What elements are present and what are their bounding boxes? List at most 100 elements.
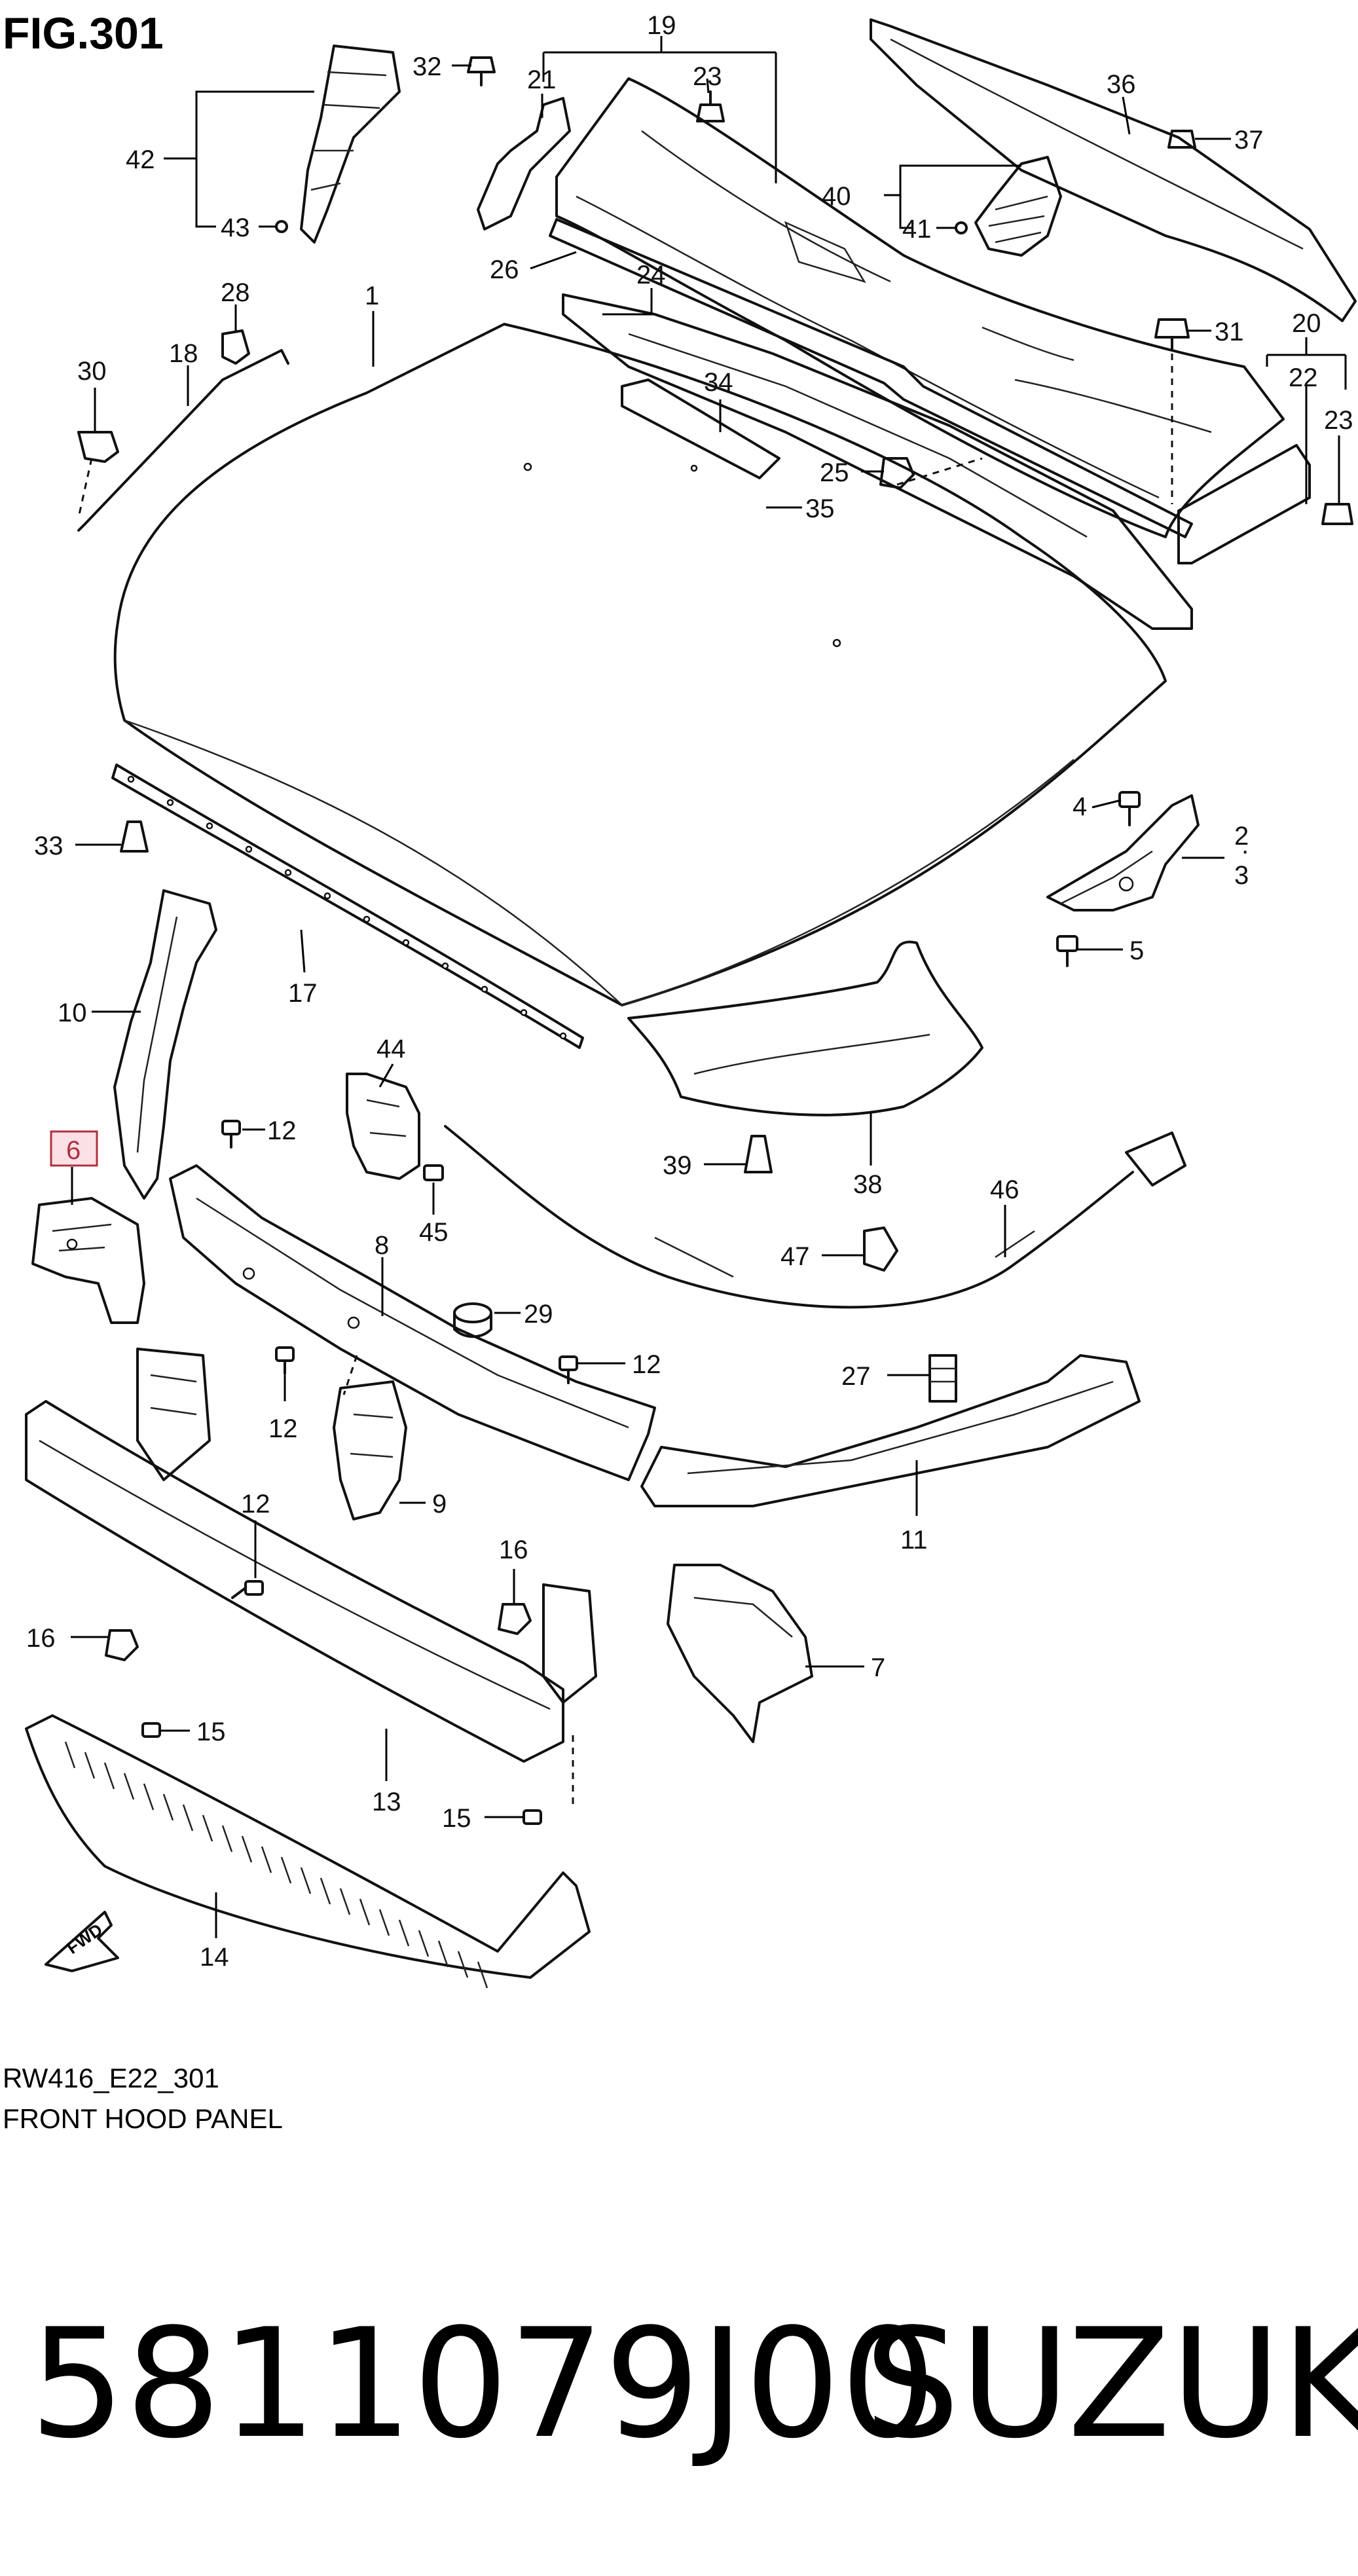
callout-6: 6 bbox=[66, 1136, 81, 1165]
callout-40: 40 bbox=[822, 182, 851, 211]
clip-32 bbox=[467, 56, 496, 86]
fasteners bbox=[77, 56, 1353, 1825]
dash-upper-panel bbox=[562, 293, 1193, 630]
callout-15-a: 15 bbox=[196, 1718, 226, 1746]
callout-35: 35 bbox=[805, 494, 835, 523]
callout-16-b: 16 bbox=[499, 1536, 528, 1564]
hood-insulator bbox=[627, 940, 983, 1116]
bolt-12-b bbox=[275, 1346, 295, 1375]
screw-41 bbox=[955, 221, 968, 234]
seal-clip-hole bbox=[520, 1009, 528, 1016]
undercover-slot bbox=[378, 1909, 390, 1936]
callout-31: 31 bbox=[1215, 318, 1244, 346]
forward-direction-arrow: FWD bbox=[45, 1911, 119, 1972]
undercover-slot bbox=[202, 1814, 213, 1842]
callout-4: 4 bbox=[1073, 792, 1087, 821]
clip-23-upper bbox=[696, 90, 725, 122]
callout-41: 41 bbox=[902, 215, 932, 244]
cowl-top-panel bbox=[555, 77, 1285, 538]
seal-clip-hole bbox=[284, 869, 292, 876]
callout-8: 8 bbox=[375, 1231, 389, 1260]
callout-28: 28 bbox=[221, 278, 250, 307]
seal-clip-hole bbox=[206, 822, 213, 830]
callout-22: 22 bbox=[1289, 363, 1318, 392]
undercover-slot bbox=[339, 1888, 351, 1915]
nut-16-b bbox=[498, 1603, 532, 1635]
figure-name: FRONT HOOD PANEL bbox=[3, 2103, 283, 2134]
undercover-slot bbox=[457, 1951, 469, 1978]
callout-38: 38 bbox=[853, 1170, 883, 1199]
clip-33 bbox=[120, 820, 149, 853]
undercover-slot bbox=[437, 1940, 449, 1968]
bolt-15-a bbox=[141, 1722, 161, 1738]
callout-17: 17 bbox=[288, 979, 318, 1008]
undercover-slot bbox=[477, 1961, 488, 1989]
clip-37 bbox=[1167, 130, 1196, 149]
hood-release-cable bbox=[444, 1125, 1186, 1309]
callout-12-a: 12 bbox=[267, 1116, 297, 1145]
cowl-side-grille-left bbox=[300, 45, 401, 244]
callout-21: 21 bbox=[527, 65, 557, 94]
callout-20: 20 bbox=[1292, 309, 1321, 338]
callout-9: 9 bbox=[432, 1490, 447, 1518]
hinge-bolt-lower bbox=[1056, 935, 1078, 967]
hood-lock bbox=[346, 1073, 420, 1180]
callout-39: 39 bbox=[663, 1151, 692, 1180]
hood-rod-holder bbox=[221, 329, 250, 365]
clip-31 bbox=[1154, 318, 1190, 352]
callout-2-3-separator: · bbox=[1241, 836, 1249, 865]
undercover-slot bbox=[241, 1835, 253, 1863]
callout-2: 2 bbox=[1234, 822, 1249, 851]
seal-clip-hole bbox=[363, 915, 371, 923]
screw-43 bbox=[275, 220, 288, 233]
callout-15-b: 15 bbox=[442, 1804, 471, 1833]
nut-25 bbox=[879, 457, 915, 489]
callout-10: 10 bbox=[58, 999, 87, 1027]
seal-clip-hole bbox=[323, 892, 331, 900]
bumper-reinforcement bbox=[25, 1348, 597, 1763]
hinge-bolt-upper bbox=[1118, 791, 1141, 826]
lower-side-member bbox=[640, 1354, 1141, 1507]
callout-14: 14 bbox=[200, 1943, 229, 1972]
callout-18: 18 bbox=[169, 339, 198, 368]
callout-45: 45 bbox=[419, 1218, 449, 1247]
callout-labels: 1 2 · 3 4 5 6 7 8 9 10 11 12 12 12 12 13… bbox=[26, 11, 1353, 1972]
leader-lines bbox=[71, 36, 1347, 1938]
undercover-slot bbox=[143, 1783, 155, 1811]
callout-37: 37 bbox=[1234, 126, 1264, 155]
undercover-slot bbox=[359, 1898, 371, 1926]
callout-23-b: 23 bbox=[1324, 406, 1353, 435]
callout-23-a: 23 bbox=[693, 62, 722, 91]
brand-name: SUZUKI bbox=[864, 2297, 1358, 2472]
seal-clip-hole bbox=[559, 1032, 567, 1040]
figure-code: RW416_E22_301 bbox=[3, 2063, 219, 2093]
callout-1: 1 bbox=[365, 282, 379, 310]
callout-12-d: 12 bbox=[241, 1490, 270, 1518]
hood-cushion bbox=[928, 1354, 957, 1403]
callout-43: 43 bbox=[221, 213, 250, 242]
undercover-slot bbox=[182, 1804, 194, 1831]
nut-16-a bbox=[105, 1629, 139, 1661]
undercover-slot bbox=[280, 1856, 292, 1884]
seal-clip-hole bbox=[127, 775, 135, 783]
callout-16-a: 16 bbox=[26, 1624, 56, 1653]
bolt-12-d bbox=[231, 1580, 264, 1599]
clip-39 bbox=[744, 1135, 773, 1173]
cowl-reinforcement bbox=[621, 378, 780, 479]
hood-stopper bbox=[453, 1302, 492, 1338]
cowl-seal-strip bbox=[549, 218, 1193, 538]
callout-42: 42 bbox=[126, 145, 155, 174]
hood-lock-bolt bbox=[423, 1164, 444, 1181]
callout-36: 36 bbox=[1107, 70, 1136, 99]
hood-hinge bbox=[1046, 794, 1200, 911]
undercover-slot bbox=[162, 1794, 174, 1821]
callout-33: 33 bbox=[34, 832, 64, 860]
callout-44: 44 bbox=[376, 1035, 406, 1063]
cowl-bracket-right bbox=[1177, 444, 1311, 564]
callout-26: 26 bbox=[490, 255, 519, 284]
undercover-slot bbox=[103, 1762, 115, 1790]
undercover-slot bbox=[300, 1867, 312, 1894]
undercover-slot bbox=[221, 1825, 233, 1852]
seal-clip-hole bbox=[245, 845, 253, 853]
